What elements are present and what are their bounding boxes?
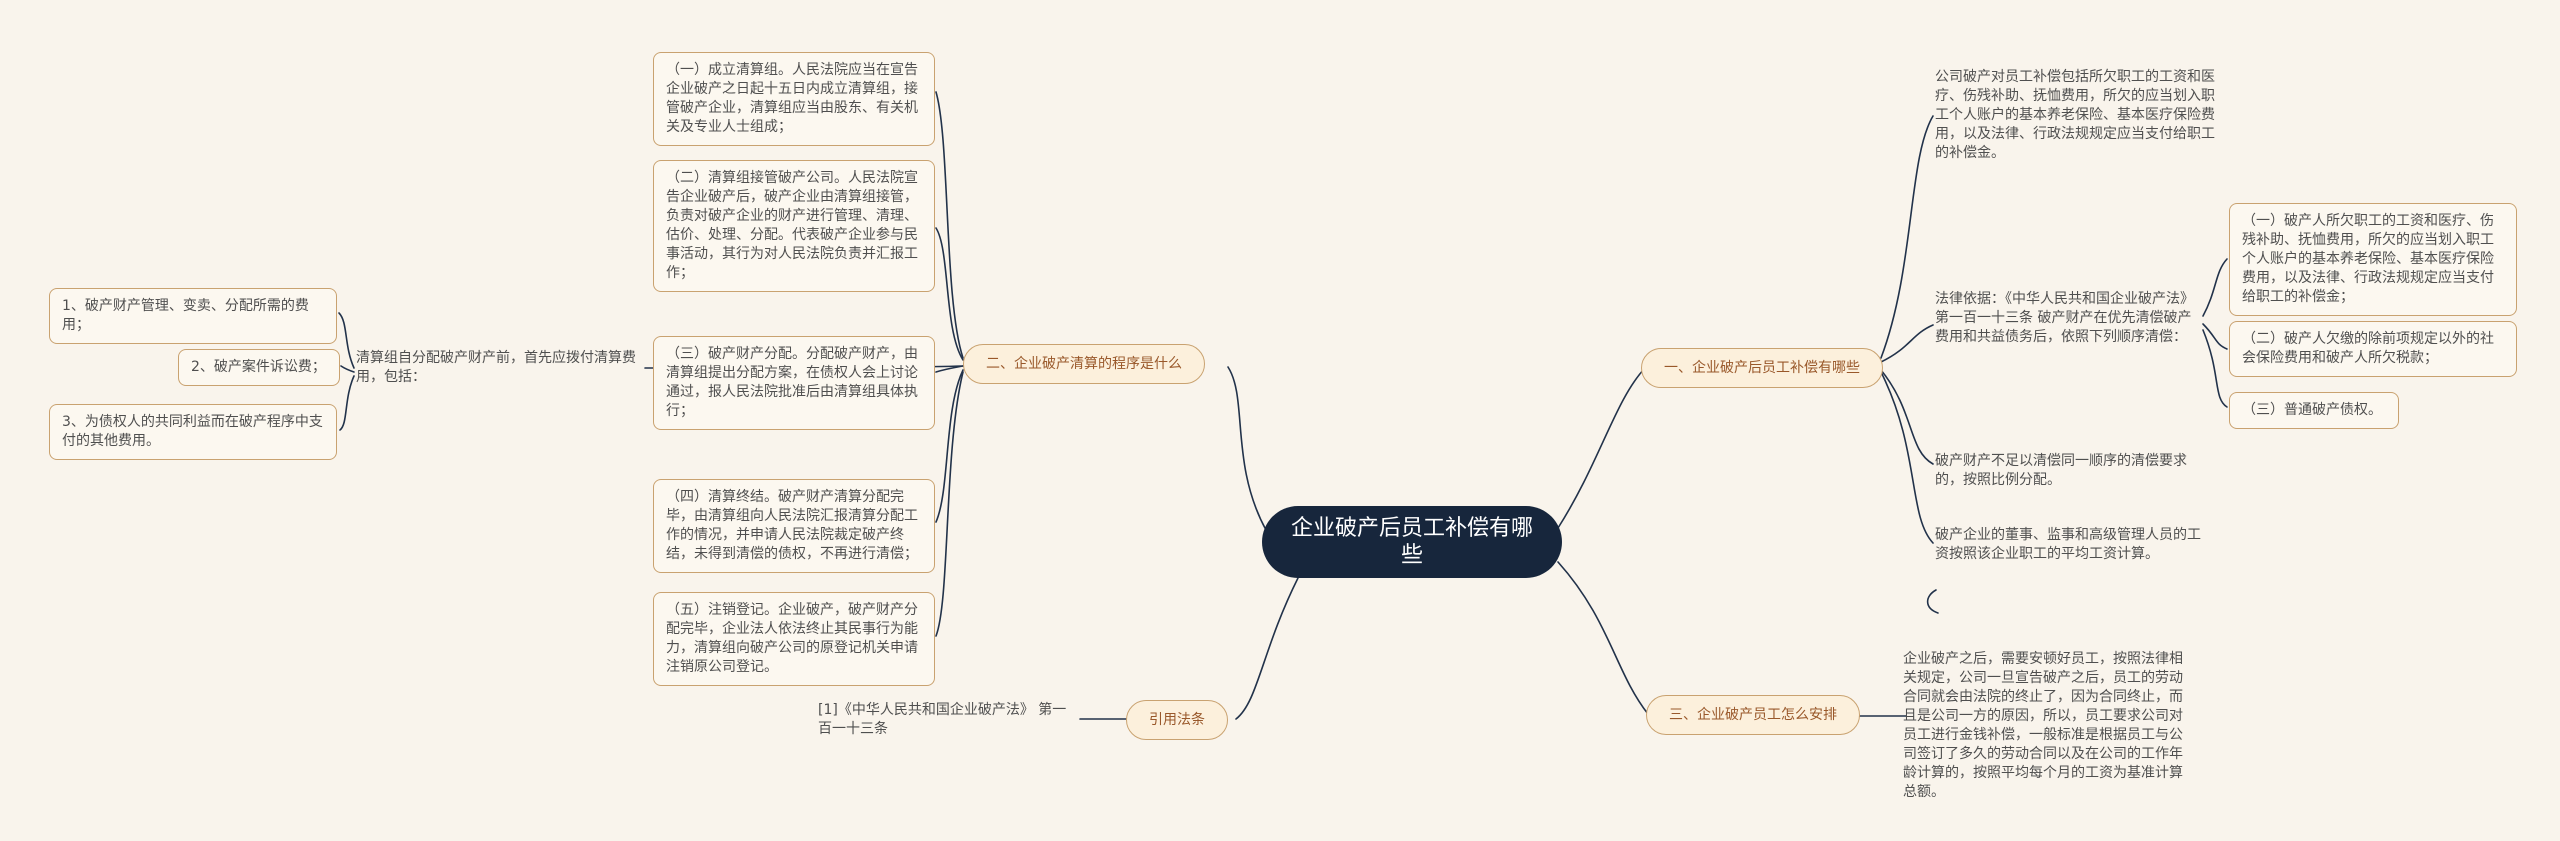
branch-arrangement[interactable]: 三、企业破产员工怎么安排 [1646, 695, 1860, 735]
compensation-connectors [1880, 115, 1939, 614]
fee-item-3[interactable]: 3、为债权人的共同利益而在破产程序中支付的其他费用。 [49, 404, 337, 460]
branch-compensation[interactable]: 一、企业破产后员工补偿有哪些 [1641, 348, 1883, 388]
fees-connectors [338, 312, 355, 431]
arrangement-detail-text[interactable]: 企业破产之后，需要安顿好员工，按照法律相关规定，公司一旦宣告破产之后，员工的劳动… [1903, 651, 2183, 800]
fees-intro-text[interactable]: 清算组自分配破产财产前，首先应拨付清算费用，包括： [356, 350, 636, 385]
payment-order-2[interactable]: （二）破产人欠缴的除前项规定以外的社会保险费用和破产人所欠税款； [2229, 321, 2517, 377]
procedure-step-4[interactable]: （四）清算终结。破产财产清算分配完毕，由清算组向人民法院汇报清算分配工作的情况，… [653, 479, 935, 573]
payment-order-3[interactable]: （三）普通破产债权。 [2229, 392, 2399, 429]
procedure-step-2[interactable]: （二）清算组接管破产公司。人民法院宣告企业破产后，破产企业由清算组接管，负责对破… [653, 160, 935, 292]
procedure-step-1[interactable]: （一）成立清算组。人民法院应当在宣告企业破产之日起十五日内成立清算组，接管破产企… [653, 52, 935, 146]
legal-order-connectors [2202, 258, 2228, 408]
fee-item-2[interactable]: 2、破产案件诉讼费； [178, 349, 340, 386]
payment-order-1[interactable]: （一）破产人所欠职工的工资和医疗、伤残补助、抚恤费用，所欠的应当划入职工个人账户… [2229, 203, 2517, 316]
legal-basis-text[interactable]: 法律依据：《中华人民共和国企业破产法》第一百一十三条 破产财产在优先清偿破产费用… [1935, 291, 2194, 345]
procedure-step-3[interactable]: （三）破产财产分配。分配破产财产，由清算组提出分配方案，在债权人会上讨论通过，报… [653, 336, 935, 430]
fee-item-1[interactable]: 1、破产财产管理、变卖、分配所需的费用； [49, 288, 337, 344]
procedure-step-5[interactable]: （五）注销登记。企业破产，破产财产分配完毕，企业法人依法终止其民事行为能力，清算… [653, 592, 935, 686]
branch-procedure[interactable]: 二、企业破产清算的程序是什么 [963, 344, 1205, 384]
proportion-note-text[interactable]: 破产财产不足以清偿同一顺序的清偿要求的，按照比例分配。 [1935, 453, 2187, 488]
compensation-summary-text[interactable]: 公司破产对员工补偿包括所欠职工的工资和医疗、伤残补助、抚恤费用，所欠的应当划入职… [1935, 69, 2215, 161]
central-topic[interactable]: 企业破产后员工补偿有哪些 [1262, 506, 1562, 578]
branch-citation[interactable]: 引用法条 [1126, 700, 1228, 740]
executives-note-text[interactable]: 破产企业的董事、监事和高级管理人员的工资按照该企业职工的平均工资计算。 [1935, 527, 2201, 562]
citation-text[interactable]: [1]《中华人民共和国企业破产法》 第一百一十三条 [818, 702, 1067, 737]
